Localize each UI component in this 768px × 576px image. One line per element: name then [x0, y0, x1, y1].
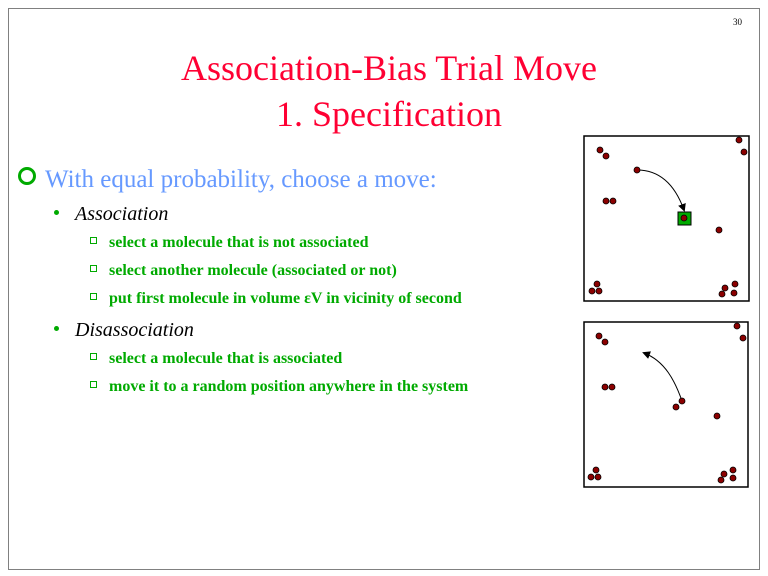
molecule [680, 214, 688, 222]
square-bullet-icon [90, 293, 97, 300]
step-text: select a molecule that is not associated [109, 234, 369, 251]
molecule [717, 476, 725, 484]
molecule [740, 148, 748, 156]
square-bullet-icon [90, 353, 97, 360]
move-label: Association [75, 203, 169, 225]
molecule [595, 332, 603, 340]
square-bullet-icon [90, 381, 97, 388]
molecule [715, 226, 723, 234]
molecule [608, 383, 616, 391]
step-item: select another molecule (associated or n… [90, 262, 397, 280]
step-text: select another molecule (associated or n… [109, 262, 397, 279]
move-association: Association [54, 203, 168, 226]
move-arrow [642, 351, 683, 402]
slide-title-line2: 1. Specification [276, 94, 502, 134]
simulation-box [583, 135, 750, 302]
square-bullet-icon [90, 237, 97, 244]
move-label: Disassociation [75, 319, 194, 341]
molecule [596, 146, 604, 154]
molecule [601, 338, 609, 346]
molecule [587, 473, 595, 481]
molecule [739, 334, 747, 342]
main-bullet-text: With equal probability, choose a move: [45, 166, 437, 193]
molecule [672, 403, 680, 411]
page-number: 30 [733, 17, 742, 27]
molecule [729, 474, 737, 482]
molecule [595, 287, 603, 295]
move-arrow [636, 169, 686, 212]
step-item: move it to a random position anywhere in… [90, 378, 468, 396]
simulation-box [583, 321, 749, 488]
molecule [592, 466, 600, 474]
molecule [678, 397, 686, 405]
molecule [601, 383, 609, 391]
molecule [718, 290, 726, 298]
slide-frame [8, 8, 760, 570]
step-text: put first molecule in volume εV in vicin… [109, 290, 462, 307]
dot-bullet-icon [54, 326, 59, 331]
square-bullet-icon [90, 265, 97, 272]
step-item: select a molecule that is not associated [90, 234, 369, 252]
main-bullet: With equal probability, choose a move: [18, 166, 437, 194]
association-diagram [583, 135, 750, 302]
step-item: select a molecule that is associated [90, 350, 342, 368]
molecule [609, 197, 617, 205]
molecule [588, 287, 596, 295]
molecules [588, 136, 748, 298]
dot-bullet-icon [54, 210, 59, 215]
ring-bullet-icon [18, 167, 36, 185]
molecule [602, 197, 610, 205]
step-text: select a molecule that is associated [109, 350, 343, 367]
molecule [730, 289, 738, 297]
slide-title-line1: Association-Bias Trial Move [180, 48, 597, 88]
molecule [713, 412, 721, 420]
molecule [733, 322, 741, 330]
move-disassociation: Disassociation [54, 319, 194, 342]
molecule [594, 473, 602, 481]
molecule [729, 466, 737, 474]
step-item: put first molecule in volume εV in vicin… [90, 290, 462, 308]
disassociation-diagram [583, 321, 749, 488]
step-text: move it to a random position anywhere in… [109, 378, 469, 395]
molecules [587, 322, 747, 484]
molecule [633, 166, 641, 174]
molecule [735, 136, 743, 144]
molecule [721, 284, 729, 292]
molecule [731, 280, 739, 288]
molecule [602, 152, 610, 160]
molecule [593, 280, 601, 288]
molecule [720, 470, 728, 478]
